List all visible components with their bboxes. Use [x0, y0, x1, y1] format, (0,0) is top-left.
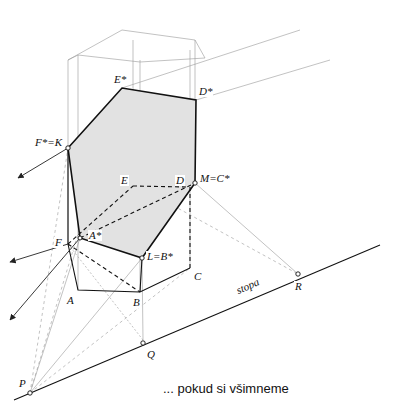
trace-line — [14, 245, 380, 400]
point-label: F*=K — [34, 137, 63, 148]
construction-lines — [30, 30, 330, 393]
direction-arrows — [10, 148, 80, 320]
prism-edges — [68, 148, 195, 292]
point-label: C — [193, 271, 202, 282]
point-label: Q — [146, 349, 156, 360]
point-label: A — [66, 295, 75, 306]
point-label: B — [132, 297, 141, 308]
point-label: E* — [113, 74, 127, 85]
point-label: D — [175, 175, 185, 186]
point-label: L=B* — [146, 251, 174, 262]
caption-note: ... pokud si všimneme — [162, 382, 290, 395]
point-label: E — [120, 175, 129, 186]
point-label: F — [54, 237, 63, 248]
point-label: P — [18, 378, 27, 389]
point-label: D* — [198, 86, 213, 97]
point-label: A* — [88, 230, 102, 241]
point-label: stopa — [234, 276, 262, 297]
section-polygon — [68, 88, 196, 258]
point-marks — [28, 146, 300, 395]
point-label: M=C* — [199, 173, 230, 184]
point-label: R — [294, 281, 303, 292]
